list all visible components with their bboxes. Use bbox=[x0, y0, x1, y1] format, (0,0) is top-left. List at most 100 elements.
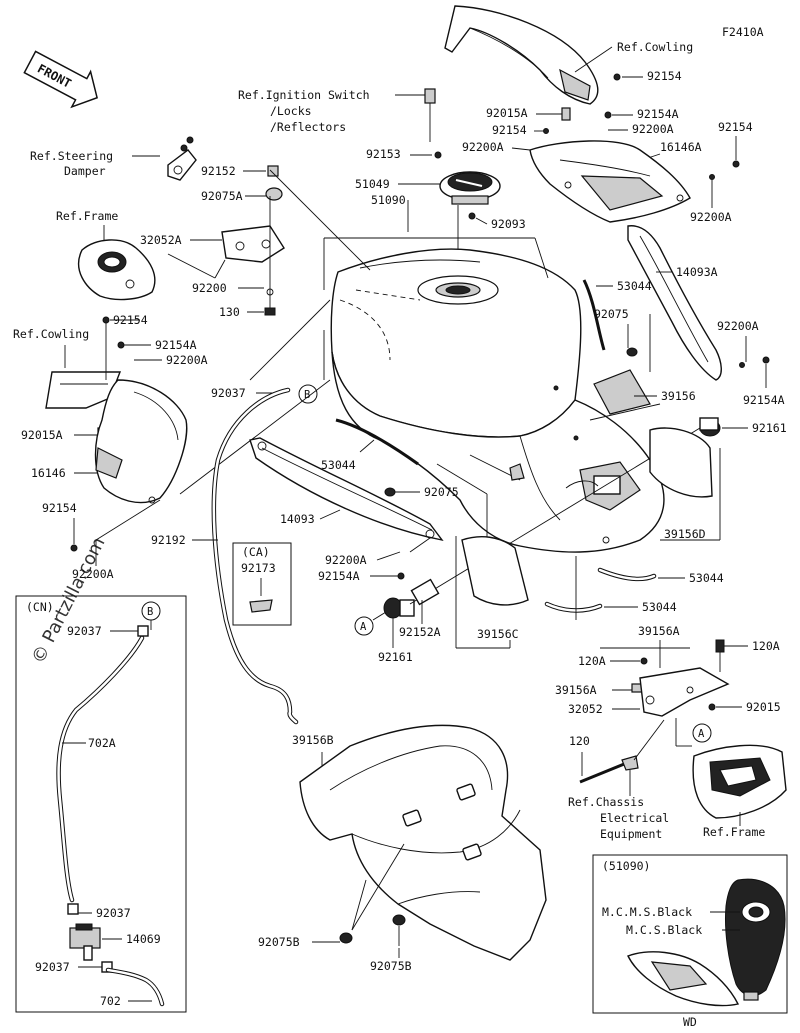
part-92200a-a: 92200A bbox=[632, 122, 674, 136]
side-cover-16146 bbox=[94, 379, 188, 504]
inset-51090-label: (51090) bbox=[602, 859, 650, 873]
part-702: 702 bbox=[100, 994, 121, 1008]
part-92200a-b: 92200A bbox=[462, 140, 504, 154]
bracket-32052a bbox=[221, 225, 285, 263]
frame-head-ref bbox=[77, 239, 156, 301]
insulator-39156 bbox=[593, 369, 651, 415]
part-92075-a: 92075 bbox=[594, 307, 629, 321]
part-32052a: 32052A bbox=[140, 233, 182, 247]
part-92154a-c: 92154A bbox=[155, 338, 197, 352]
lower-cowling-ref bbox=[45, 371, 122, 409]
clip-92173 bbox=[249, 599, 273, 613]
part-92173: 92173 bbox=[241, 561, 276, 575]
callout-a-right bbox=[692, 723, 712, 743]
ref-chassis-label: Ref.Chassis bbox=[568, 795, 644, 809]
part-92200: 92200 bbox=[192, 281, 227, 295]
part-53044-b: 53044 bbox=[321, 458, 356, 472]
callout-a-mid bbox=[354, 616, 374, 636]
part-14093a: 14093A bbox=[676, 265, 718, 279]
part-39156a-b: 39156A bbox=[555, 683, 597, 697]
part-120a-a: 120A bbox=[578, 654, 606, 668]
part-39156: 39156 bbox=[661, 389, 696, 403]
ref-electrical-label: Electrical bbox=[600, 811, 669, 825]
inset-cn-label: (CN) bbox=[26, 600, 54, 614]
hose-92192 bbox=[211, 387, 299, 725]
part-92037-c: 92037 bbox=[96, 906, 131, 920]
steering-damper-bracket bbox=[167, 136, 197, 181]
mcms-black-label: M.C.M.S.Black bbox=[602, 905, 692, 919]
part-92161-b: 92161 bbox=[378, 650, 413, 664]
part-92075a: 92075A bbox=[201, 189, 243, 203]
hose-702a bbox=[56, 635, 145, 903]
ref-reflectors-label: /Reflectors bbox=[270, 120, 346, 134]
part-92015: 92015 bbox=[746, 700, 781, 714]
inset-ca-label: (CA) bbox=[242, 545, 270, 559]
side-cover-16146a bbox=[529, 140, 691, 223]
side-panel-14093a bbox=[627, 225, 722, 381]
part-92200a-f: 92200A bbox=[325, 553, 367, 567]
callout-a-right-label: A bbox=[698, 728, 705, 740]
inset-51090 bbox=[592, 854, 788, 1014]
inset-cn bbox=[15, 595, 187, 1013]
part-92093: 92093 bbox=[491, 217, 526, 231]
figure-code: F2410A bbox=[722, 25, 764, 39]
fuel-cap-51049 bbox=[439, 171, 501, 205]
part-16146a: 16146A bbox=[660, 140, 702, 154]
part-92154-e: 92154 bbox=[42, 501, 77, 515]
part-16146: 16146 bbox=[31, 466, 66, 480]
callout-a-mid-label: A bbox=[360, 621, 367, 633]
part-14093: 14093 bbox=[280, 512, 315, 526]
part-92154-c: 92154 bbox=[718, 120, 753, 134]
ref-damper-label: Damper bbox=[64, 164, 106, 178]
ref-cowling-top-label: Ref.Cowling bbox=[617, 40, 693, 54]
part-92152: 92152 bbox=[201, 164, 236, 178]
part-92161-a: 92161 bbox=[752, 421, 787, 435]
part-120: 120 bbox=[569, 734, 590, 748]
part-14069: 14069 bbox=[126, 932, 161, 946]
part-39156c: 39156C bbox=[477, 627, 519, 641]
part-39156d: 39156D bbox=[664, 527, 706, 541]
part-32052: 32052 bbox=[568, 702, 603, 716]
callout-b-top-label: B bbox=[304, 389, 310, 401]
footer-code: WD bbox=[683, 1015, 697, 1029]
part-39156a-a: 39156A bbox=[638, 624, 680, 638]
ref-cowling-left-label: Ref.Cowling bbox=[13, 327, 89, 341]
part-92200a-d: 92200A bbox=[166, 353, 208, 367]
part-92153: 92153 bbox=[366, 147, 401, 161]
part-53044-a: 53044 bbox=[617, 279, 652, 293]
heat-shield-39156b bbox=[299, 724, 547, 961]
part-92015a-b: 92015A bbox=[21, 428, 63, 442]
frame-section-ref bbox=[692, 744, 787, 819]
fuel-tank bbox=[330, 248, 665, 553]
ref-steering-label: Ref.Steering bbox=[30, 149, 113, 163]
part-92154-a: 92154 bbox=[647, 69, 682, 83]
hose-702 bbox=[105, 967, 165, 1007]
part-92154-b: 92154 bbox=[492, 123, 527, 137]
part-92154a-a: 92154A bbox=[637, 107, 679, 121]
part-92200a-c: 92200A bbox=[690, 210, 732, 224]
mcs-black-label: M.C.S.Black bbox=[626, 923, 702, 937]
part-92075b-a: 92075B bbox=[258, 935, 300, 949]
callout-b-cn-label: B bbox=[147, 606, 153, 618]
part-130: 130 bbox=[219, 305, 240, 319]
part-92037-a: 92037 bbox=[211, 386, 246, 400]
part-92015a-a: 92015A bbox=[486, 106, 528, 120]
front-arrow-icon: FRONT bbox=[23, 50, 98, 109]
part-92075b-b: 92075B bbox=[370, 959, 412, 973]
callout-b-top bbox=[298, 384, 318, 404]
insulator-39156d bbox=[649, 427, 713, 498]
part-92200a-e: 92200A bbox=[717, 319, 759, 333]
ref-frame-left-label: Ref.Frame bbox=[56, 209, 118, 223]
part-39156b: 39156B bbox=[292, 733, 334, 747]
part-51049: 51049 bbox=[355, 177, 390, 191]
upper-cowling-ref bbox=[444, 5, 599, 105]
grommet-92161-a bbox=[699, 417, 721, 437]
part-120a-b: 120A bbox=[752, 639, 780, 653]
part-92192: 92192 bbox=[151, 533, 186, 547]
part-92154a-e: 92154A bbox=[318, 569, 360, 583]
part-51090: 51090 bbox=[371, 193, 406, 207]
part-92075-b: 92075 bbox=[424, 485, 459, 499]
inset-ca bbox=[232, 542, 292, 626]
